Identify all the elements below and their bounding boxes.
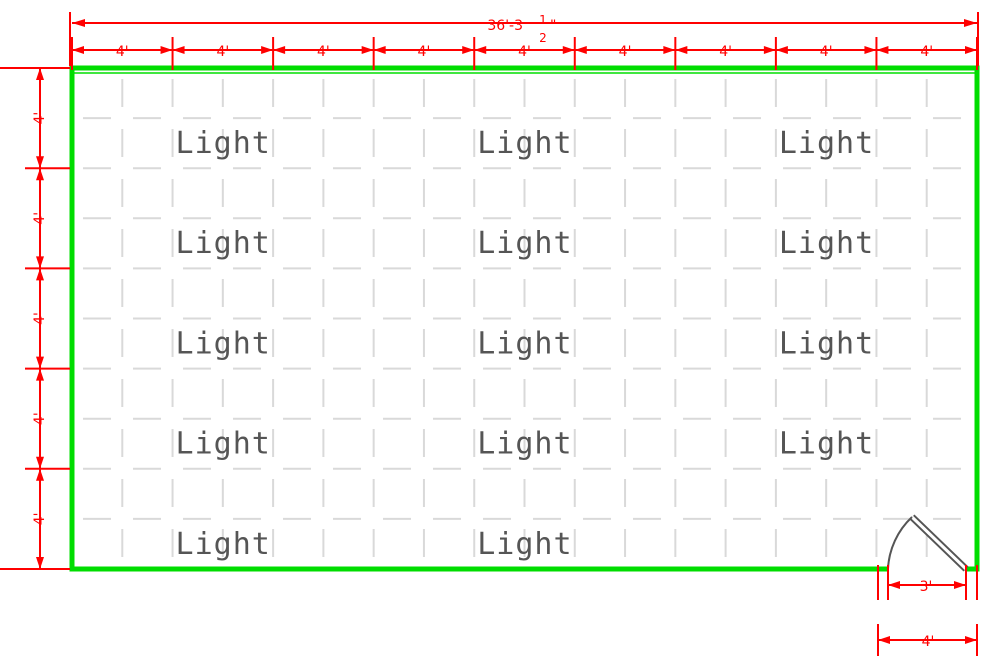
row-dimension-label: 4' (32, 412, 48, 425)
dimension-arrow (36, 268, 44, 281)
light-label: Light (779, 427, 874, 462)
light-label: Light (477, 427, 572, 462)
dimension-arrow (36, 256, 44, 269)
dimension-arrow (562, 46, 575, 54)
dimension-arrow (574, 46, 587, 54)
row-dimension-label: 4' (32, 212, 48, 225)
light-label: Light (477, 126, 572, 161)
dimension-arrow (36, 368, 44, 381)
dimension-arrow (36, 456, 44, 469)
light-label: Light (477, 226, 572, 261)
dimension-arrow (72, 19, 85, 27)
column-dimension-label: 4' (418, 44, 431, 60)
column-dimension-label: 4' (719, 44, 732, 60)
dimension-arrow (878, 636, 890, 644)
ceiling-grid (72, 68, 977, 569)
column-dimension-label: 4' (820, 44, 833, 60)
dimension-arrow (663, 46, 676, 54)
dimension-arrow (474, 46, 487, 54)
dimension-arrow (373, 46, 386, 54)
column-dimension-label: 4' (116, 44, 129, 60)
light-label: Light (779, 226, 874, 261)
dimension-arrow (36, 468, 44, 481)
door-swing-arc (887, 516, 913, 570)
column-dimension-label: 4' (920, 44, 933, 60)
dimension-arrow (160, 46, 173, 54)
dimension-arrow (675, 46, 688, 54)
dimension-arrow (36, 557, 44, 569)
light-label: Light (779, 326, 874, 361)
overall-width-fraction-denominator: 2 (539, 31, 547, 45)
dimension-arrow (72, 46, 84, 54)
dimension-arrow (864, 46, 877, 54)
dimension-arrow (462, 46, 475, 54)
bottom-right-dimension-label: 4' (922, 634, 935, 650)
room-wall-outline (69, 65, 980, 572)
dimension-arrow (965, 636, 977, 644)
dimension-arrow (954, 581, 966, 589)
overall-width-label: 36'-3 (487, 18, 523, 34)
dimension-arrow (763, 46, 776, 54)
dimension-arrow (876, 46, 889, 54)
dimension-arrow (888, 581, 900, 589)
light-label: Light (477, 527, 572, 562)
column-dimension-label: 4' (518, 44, 531, 60)
overall-width-fraction-numerator: 1 (539, 13, 547, 27)
door-leaf-core (910, 515, 968, 571)
overall-width-inch-mark: " (550, 18, 556, 34)
light-label: Light (176, 126, 271, 161)
light-label: Light (779, 126, 874, 161)
dimension-arrow (36, 156, 44, 169)
dimension-arrow (965, 46, 977, 54)
light-label: Light (176, 427, 271, 462)
dimension-arrow (273, 46, 286, 54)
dimension-arrow (361, 46, 374, 54)
row-dimension-label: 4' (32, 513, 48, 526)
light-label: Light (176, 527, 271, 562)
dimension-arrow (964, 19, 977, 27)
dimension-arrow (775, 46, 788, 54)
door-width-label: 3' (920, 579, 933, 595)
row-dimension-label: 4' (32, 312, 48, 325)
dimension-arrow (36, 356, 44, 369)
column-dimension-label: 4' (619, 44, 632, 60)
light-label: Light (176, 226, 271, 261)
dimension-arrow (36, 168, 44, 181)
light-label: Light (176, 326, 271, 361)
dimension-arrow (172, 46, 185, 54)
dimension-arrow (261, 46, 274, 54)
row-dimension-label: 4' (32, 112, 48, 125)
door (887, 514, 969, 572)
dimension-arrow (36, 68, 44, 80)
room-walls (69, 65, 980, 572)
dimension-lines: 36'-3 1 2 " 3' 4' 4' 4' 4' 4' 4' 4' 4' 4' 4' 4' 4'… (0, 12, 979, 656)
column-dimension-label: 4' (216, 44, 229, 60)
column-dimension-label: 4' (317, 44, 330, 60)
light-label: Light (477, 326, 572, 361)
